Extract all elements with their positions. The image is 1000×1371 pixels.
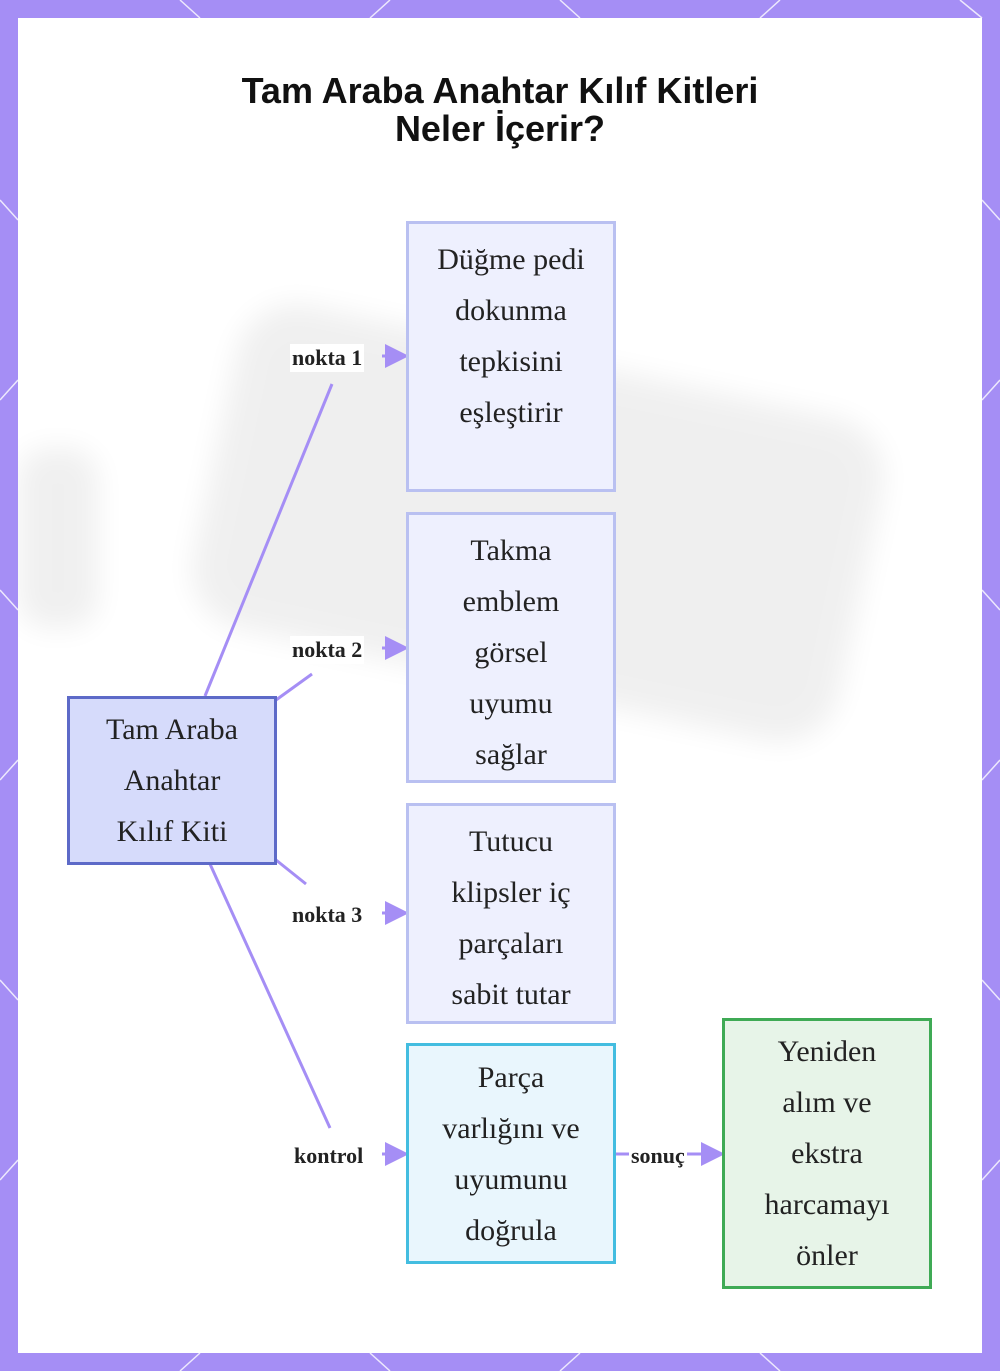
edge-hub-part1	[203, 383, 334, 697]
node-text: Takma	[470, 534, 552, 567]
node-hub: Tam Araba Anahtar Kılıf Kiti	[67, 696, 277, 865]
node-text: dokunma	[455, 294, 567, 327]
edge-label-nokta-1: nokta 1	[290, 344, 365, 372]
node-text: alım ve	[782, 1086, 872, 1119]
node-text: harcamayı	[764, 1188, 890, 1221]
edge-hub-check	[208, 863, 332, 1129]
node-part-3: Tutucu klipsler iç parçaları sabit tutar	[406, 803, 616, 1024]
node-result: Yeniden alım ve ekstra harcamayı önler	[722, 1018, 932, 1289]
title-line: Tam Araba Anahtar Kılıf Kitleri	[241, 70, 759, 111]
node-text: görsel	[474, 636, 548, 669]
edge-label-nokta-2: nokta 2	[290, 636, 365, 664]
node-text: klipsler iç	[451, 876, 571, 909]
node-check: Parça varlığını ve uyumunu doğrula	[406, 1043, 616, 1264]
node-text: önler	[796, 1239, 858, 1272]
title-line: Neler İçerir?	[394, 108, 606, 149]
edge-label-kontrol: kontrol	[292, 1142, 366, 1170]
node-text: Kılıf Kiti	[116, 815, 228, 848]
background-key-shape	[18, 448, 98, 628]
node-text: uyumunu	[454, 1162, 568, 1196]
node-part-1: Düğme pedi dokunma tepkisini eşleştirir	[406, 221, 616, 492]
node-text: eşleştirir	[459, 396, 563, 429]
node-text: tepkisini	[459, 345, 563, 378]
node-text: Tam Araba	[105, 713, 238, 746]
node-text: sağlar	[475, 738, 547, 771]
node-text: Parça	[477, 1060, 545, 1094]
node-text: Düğme pedi	[437, 243, 585, 276]
node-text: emblem	[462, 585, 560, 618]
edge-label-nokta-3: nokta 3	[290, 901, 365, 929]
node-text: Tutucu	[469, 825, 553, 858]
edge-label-sonuc: sonuç	[629, 1142, 687, 1170]
diagram-title: Tam Araba Anahtar Kılıf Kitleri Neler İç…	[150, 72, 850, 148]
node-text: parçaları	[458, 927, 564, 960]
edge-hub-part2	[275, 672, 313, 702]
node-text: doğrula	[465, 1213, 557, 1247]
node-text: ekstra	[791, 1137, 863, 1170]
node-text: Anahtar	[123, 764, 221, 797]
node-part-2: Takma emblem görsel uyumu sağlar	[406, 512, 616, 783]
node-text: sabit tutar	[451, 978, 571, 1011]
node-text: Yeniden	[777, 1035, 877, 1068]
edge-hub-part3	[275, 858, 307, 886]
node-text: varlığını ve	[442, 1111, 580, 1145]
node-text: uyumu	[469, 687, 553, 720]
